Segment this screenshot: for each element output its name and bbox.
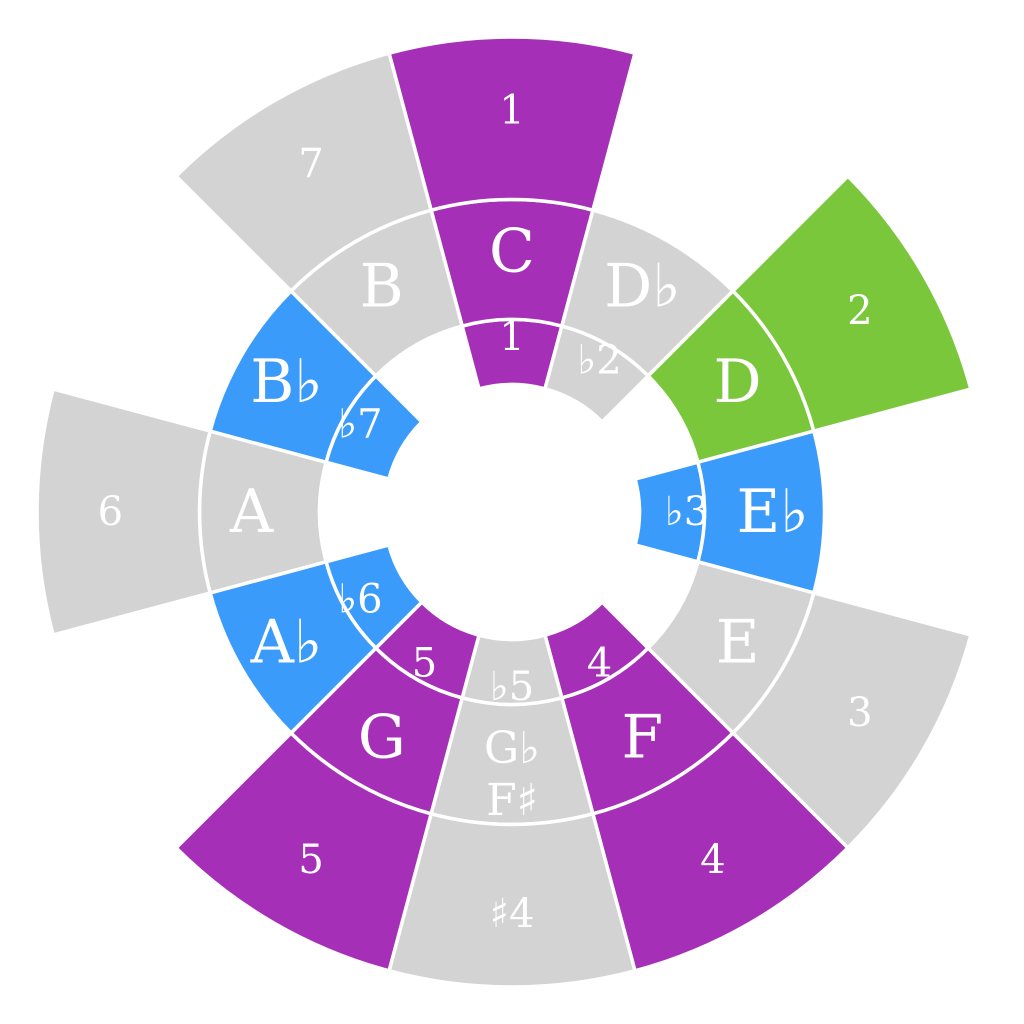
note-label-3: E♭ [736,477,808,547]
outer-segment-0 [386,35,638,213]
note-label-10: B♭ [250,347,322,417]
outer-label-4: 3 [847,690,872,736]
note-label-7: G [358,703,406,773]
outer-label-2: 2 [847,288,872,334]
outer-segment-7 [173,730,434,973]
inner-label-0: 1 [499,314,524,360]
note-label-9: A [229,477,274,547]
outer-segment-9 [35,386,213,638]
note-label-0: C [489,217,535,287]
inner-label-6: ♭5 [490,664,534,710]
outer-label-0: 1 [499,87,524,133]
note-label-6-a: G♭ [484,723,540,774]
outer-label-5: 4 [700,837,725,883]
inner-label-8: ♭6 [338,577,382,623]
note-label-8: A♭ [250,607,323,677]
outer-segment-2 [730,173,973,434]
note-label-2: D [714,347,762,417]
inner-label-7: 5 [412,641,437,687]
inner-label-1: ♭2 [577,337,621,383]
inner-label-3: ♭3 [665,489,709,535]
rings-group [35,35,973,989]
inner-label-10: ♭7 [338,402,382,448]
wheel-scale-group [35,35,973,989]
note-label-6-b: F♯ [486,775,538,826]
note-label-11: B [360,251,404,321]
outer-label-7: 5 [298,837,323,883]
outer-segment-11 [173,51,434,294]
outer-label-6: ♯4 [490,891,535,937]
outer-label-11: 7 [298,141,323,187]
outer-label-9: 6 [98,489,123,535]
note-label-5: F [621,703,663,773]
note-label-1: D♭ [604,251,680,321]
note-label-4: E [716,607,760,677]
inner-label-5: 4 [587,641,612,687]
